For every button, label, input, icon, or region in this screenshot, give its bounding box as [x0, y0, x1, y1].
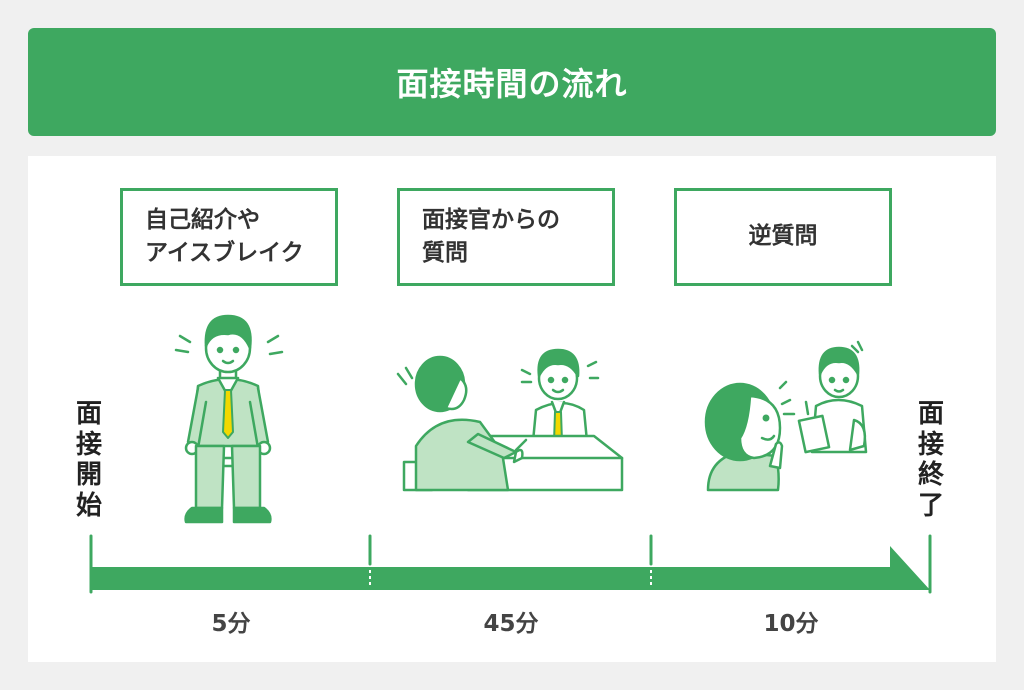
duration-introduction: 5分 [211, 611, 251, 637]
seated-candidate-illustration [174, 314, 284, 524]
duration-reverse-questions: 10分 [763, 611, 819, 637]
flow-illustrations [89, 314, 932, 594]
speech-marks-icon [778, 380, 796, 416]
thinking-marks-icon [850, 340, 864, 354]
timeline-arrow [91, 546, 930, 590]
stage-box-reverse-questions: 逆質問 [674, 188, 892, 286]
note-taking-interviewer-figure [797, 340, 868, 454]
stage-box-introduction: 自己紹介や アイスブレイク [120, 188, 338, 286]
flow-panel: 自己紹介や アイスブレイク 面接官からの 質問 逆質問 面 接 開 始 面 接 … [28, 156, 996, 662]
timeline-start-label: 面 接 開 始 [75, 399, 102, 522]
duration-interviewer-questions: 45分 [483, 611, 539, 637]
candidate-back-figure [396, 355, 528, 492]
stage-box-interviewer-questions: 面接官からの 質問 [397, 188, 615, 286]
asking-candidate-figure [704, 380, 796, 492]
interview-table-illustration [396, 348, 624, 492]
page-title: 面接時間の流れ [28, 28, 996, 136]
nervous-marks-icon [174, 334, 284, 356]
timeline-end-label: 面 接 終 了 [917, 399, 944, 522]
reverse-question-illustration [704, 340, 868, 492]
speech-marks-icon [520, 360, 600, 384]
motion-marks-icon [396, 366, 414, 386]
